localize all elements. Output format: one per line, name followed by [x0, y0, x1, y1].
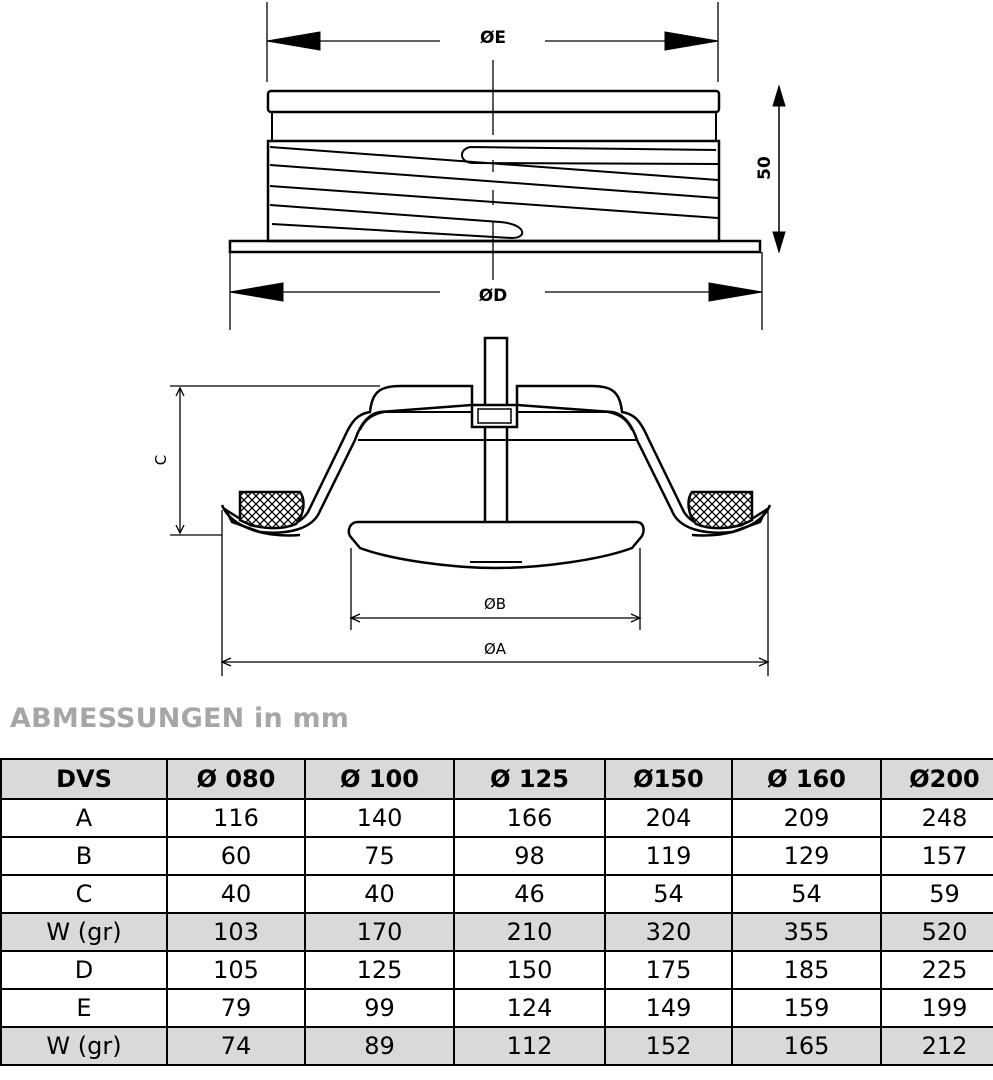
dim-50-label: 50 — [755, 156, 775, 180]
table-cell: 40 — [166, 874, 306, 914]
collar-view — [228, 2, 786, 330]
dim-b-label: ØB — [484, 595, 506, 613]
table-cell: 159 — [731, 988, 882, 1028]
table-cell: 166 — [453, 798, 606, 838]
gasket-right — [687, 490, 754, 530]
table-cell: 140 — [304, 798, 455, 838]
table-cell: 520 — [880, 912, 993, 952]
table-cell: 98 — [453, 836, 606, 876]
table-cell: 199 — [880, 988, 993, 1028]
table-cell: 152 — [604, 1026, 733, 1066]
table-cell: 54 — [731, 874, 882, 914]
dim-a-label: ØA — [484, 640, 507, 658]
column-header: Ø 125 — [453, 758, 606, 800]
row-label: D — [0, 950, 168, 990]
dim-e-arrow-right — [664, 31, 719, 51]
table-cell: 355 — [731, 912, 882, 952]
column-header: Ø 100 — [304, 758, 455, 800]
table-cell: 74 — [166, 1026, 306, 1066]
table-header-row: DVS Ø 080 Ø 100 Ø 125 Ø150 Ø 160 Ø200 — [0, 758, 993, 800]
table-cell: 150 — [453, 950, 606, 990]
table-cell: 157 — [880, 836, 993, 876]
table-cell: 116 — [166, 798, 306, 838]
table-cell: 210 — [453, 912, 606, 952]
table-cell: 75 — [304, 836, 455, 876]
row-label: B — [0, 836, 168, 876]
column-header: Ø200 — [880, 758, 993, 800]
table-cell: 125 — [304, 950, 455, 990]
column-header: DVS — [0, 758, 168, 800]
table-cell: 99 — [304, 988, 455, 1028]
table-cell: 320 — [604, 912, 733, 952]
table-cell: 89 — [304, 1026, 455, 1066]
table-cell: 149 — [604, 988, 733, 1028]
dim-c-label: C — [152, 455, 170, 465]
collar-rim — [266, 89, 721, 114]
table-cell: 204 — [604, 798, 733, 838]
technical-drawing: ØE 50 ØD — [152, 2, 786, 676]
dim-d-arrow-left — [229, 282, 284, 302]
table-cell: 124 — [453, 988, 606, 1028]
table-cell: 212 — [880, 1026, 993, 1066]
cone-body-left — [222, 384, 474, 534]
dim-e-label: ØE — [480, 28, 506, 48]
table-cell: 103 — [166, 912, 306, 952]
table-cell: 175 — [604, 950, 733, 990]
spindle-nut — [470, 403, 519, 429]
table-cell: 54 — [604, 874, 733, 914]
table-cell: 185 — [731, 950, 882, 990]
column-header: Ø150 — [604, 758, 733, 800]
dim-d-label: ØD — [479, 286, 508, 306]
table-cell: 165 — [731, 1026, 882, 1066]
table-cell: 225 — [880, 950, 993, 990]
valve-section-view — [170, 336, 772, 676]
dim-d-arrow-right — [708, 282, 763, 302]
table-cell: 170 — [304, 912, 455, 952]
row-label: W (gr) — [0, 912, 168, 952]
gasket-left — [238, 490, 305, 530]
table-cell: 209 — [731, 798, 882, 838]
table-cell: 129 — [731, 836, 882, 876]
cone-body-right — [515, 384, 770, 534]
table-cell: 60 — [166, 836, 306, 876]
table-cell: 46 — [453, 874, 606, 914]
collar-flange — [228, 239, 762, 254]
table-cell: 79 — [166, 988, 306, 1028]
row-label: E — [0, 988, 168, 1028]
table-cell: 59 — [880, 874, 993, 914]
table-cell: 248 — [880, 798, 993, 838]
column-header: Ø 160 — [731, 758, 882, 800]
column-header: Ø 080 — [166, 758, 306, 800]
table-cell: 119 — [604, 836, 733, 876]
table-cell: 40 — [304, 874, 455, 914]
valve-disc — [347, 520, 645, 570]
dimensions-heading: ABMESSUNGEN in mm — [10, 703, 350, 734]
row-label: W (gr) — [0, 1026, 168, 1066]
table-cell: 105 — [166, 950, 306, 990]
row-label: A — [0, 798, 168, 838]
table-cell: 112 — [453, 1026, 606, 1066]
dim-e-arrow-left — [266, 31, 321, 51]
row-label: C — [0, 874, 168, 914]
spring-coil — [269, 146, 719, 240]
